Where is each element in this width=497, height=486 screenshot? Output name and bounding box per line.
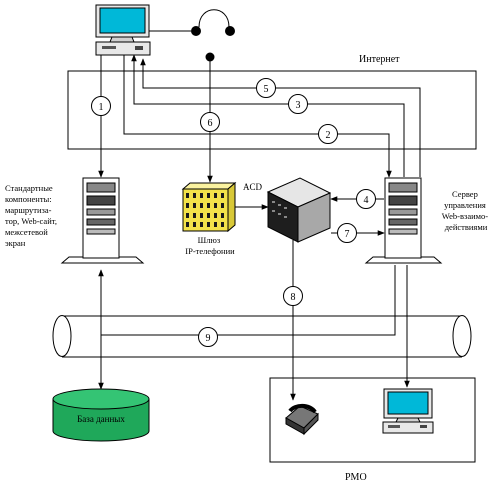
web-server-icon <box>60 177 145 264</box>
phone-icon <box>285 403 319 436</box>
headset-icon <box>148 9 235 62</box>
connection-marker-6: 6 <box>200 112 220 132</box>
lan-bus <box>52 315 472 358</box>
interaction-server-icon <box>364 177 443 264</box>
standard-components-label: Стандартные компоненты: маршрутиза- тор,… <box>5 183 59 248</box>
connection-marker-2: 2 <box>318 124 338 144</box>
database-label: База данных <box>77 414 125 424</box>
svg-text:8: 8 <box>291 292 296 303</box>
connection-marker-8: 8 <box>283 286 303 306</box>
svg-text:1: 1 <box>99 102 104 113</box>
operator-pc-icon <box>382 388 434 434</box>
server-label: Сервер управления Web-взаимо- действиями <box>442 189 490 232</box>
acd-label: ACD <box>243 182 263 192</box>
connection-lines <box>98 54 421 401</box>
rmo-label: РМО <box>345 472 367 483</box>
connection-marker-3: 3 <box>288 94 308 114</box>
connection-marker-1: 1 <box>91 96 111 116</box>
connection-marker-5: 5 <box>256 78 276 98</box>
svg-text:7: 7 <box>345 229 350 240</box>
internet-region <box>67 70 477 150</box>
rmo-region <box>269 377 476 463</box>
svg-text:3: 3 <box>296 100 301 111</box>
svg-text:4: 4 <box>364 195 369 206</box>
svg-text:6: 6 <box>208 118 213 129</box>
connection-marker-7: 7 <box>337 223 357 243</box>
internet-label: Интернет <box>359 54 400 65</box>
connection-marker-4: 4 <box>356 189 376 209</box>
client-pc-icon <box>95 4 151 56</box>
connection-markers: 1 2 3 4 5 6 7 8 <box>91 78 376 347</box>
svg-text:5: 5 <box>264 84 269 95</box>
connection-marker-9: 9 <box>198 327 218 347</box>
acd-switch-icon <box>266 177 332 243</box>
database-icon <box>52 388 150 442</box>
svg-text:9: 9 <box>206 333 211 344</box>
svg-text:2: 2 <box>326 130 331 141</box>
gateway-icon <box>181 181 237 233</box>
gateway-label: Шлюз IP-телефонии <box>185 235 235 256</box>
